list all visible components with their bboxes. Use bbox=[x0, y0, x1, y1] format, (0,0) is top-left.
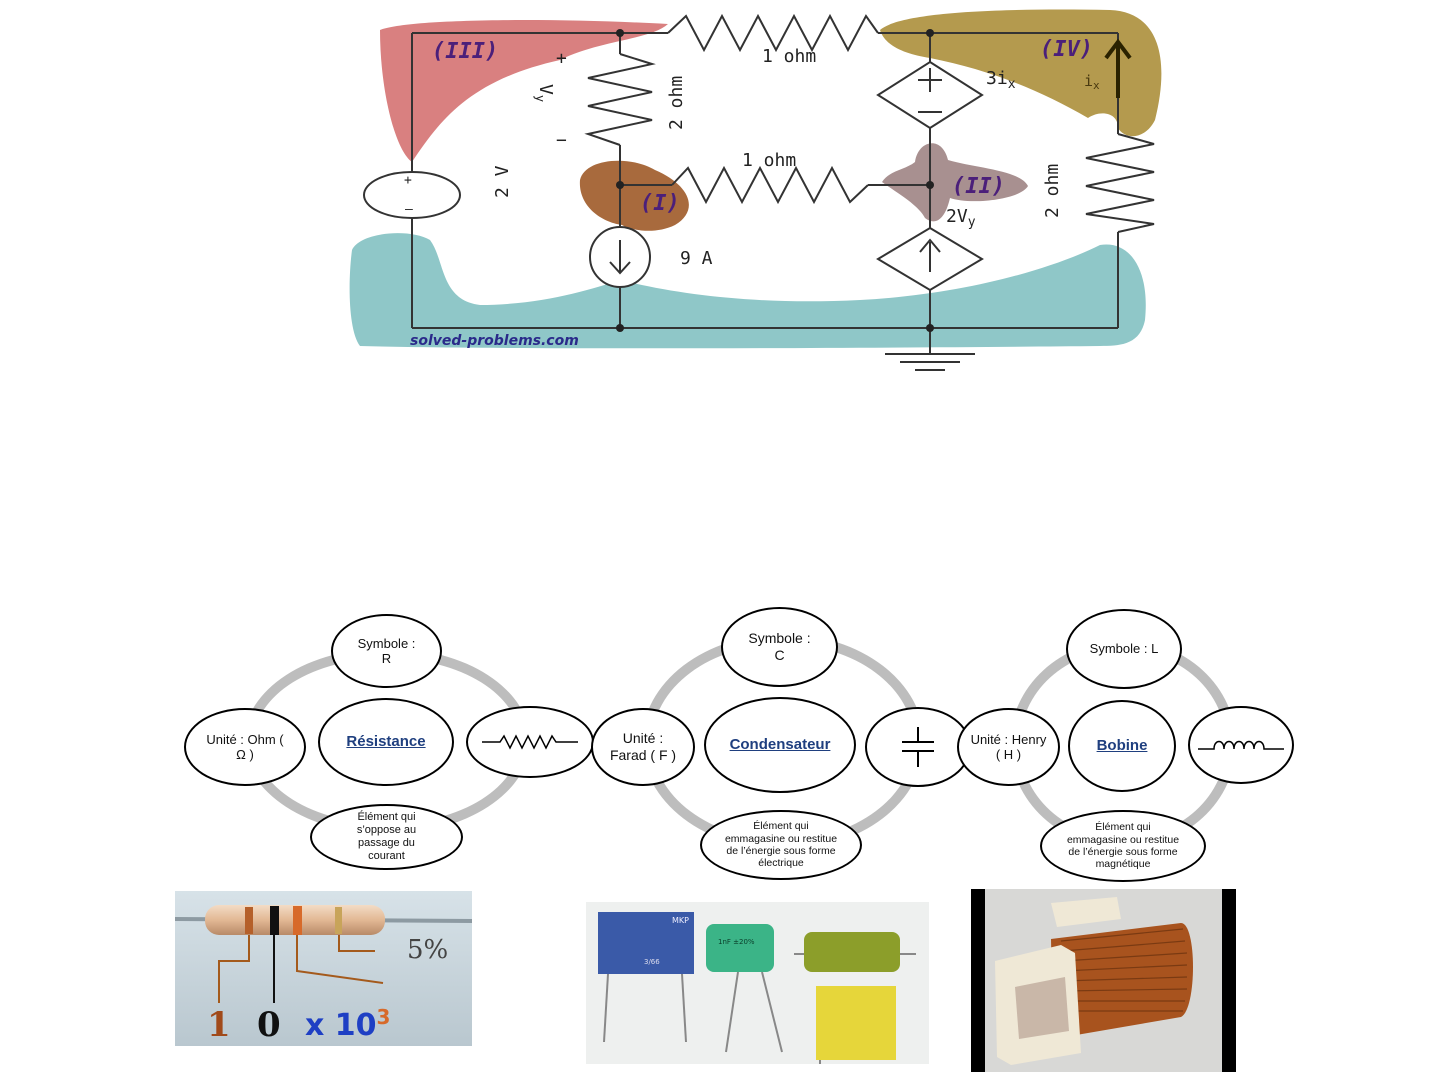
condensateur-unit-oval: Unité : Farad ( F ) bbox=[591, 708, 695, 786]
resistance-symbol-drawing-oval bbox=[466, 706, 594, 778]
capacitor-symbol-icon bbox=[902, 727, 934, 767]
svg-text:ix: ix bbox=[1084, 72, 1100, 92]
region-label-i: (I) bbox=[640, 191, 680, 216]
bobine-desc-oval: Élément qui emmagasine ou restitue de l’… bbox=[1040, 810, 1206, 882]
svg-text:+: + bbox=[404, 173, 412, 188]
region-i-blob bbox=[579, 160, 689, 231]
region-label-iv: (IV) bbox=[1040, 37, 1093, 62]
resistor-left-2ohm bbox=[584, 53, 656, 146]
bobine-symbol-text: Symbole : L bbox=[1089, 641, 1159, 657]
resistance-title-oval: Résistance bbox=[318, 698, 454, 786]
resistance-title: Résistance bbox=[346, 733, 426, 751]
ix-label: i bbox=[1084, 72, 1093, 90]
r-top-label: 1 ohm bbox=[762, 46, 816, 67]
dep-i-sub: y bbox=[968, 215, 976, 230]
inductor-photo bbox=[971, 889, 1236, 1072]
condensateur-symbol-oval: Symbole : C bbox=[721, 607, 838, 687]
capacitor-label-1: MKP bbox=[672, 916, 689, 925]
resistance-unit-text: Unité : Ohm ( Ω ) bbox=[206, 731, 284, 762]
bobine-unit-text: Unité : Henry ( H ) bbox=[970, 731, 1047, 762]
r-left-label: 2 ohm bbox=[666, 76, 687, 130]
resistor-photo: 5% 1 0 x 103 bbox=[175, 891, 472, 1046]
bobine-title-oval: Bobine bbox=[1068, 700, 1176, 792]
condensateur-title-oval: Condensateur bbox=[704, 697, 856, 793]
capacitor-label-2: 1nF ±20% bbox=[718, 938, 755, 946]
inductor-symbol-icon bbox=[1198, 740, 1284, 750]
resistance-unit-oval: Unité : Ohm ( Ω ) bbox=[184, 708, 306, 786]
resistor-symbol-icon bbox=[482, 734, 578, 750]
source-2v-label: 2 V bbox=[492, 165, 513, 198]
dep-v-sub: x bbox=[1008, 77, 1016, 92]
condensateur-unit-text: Unité : Farad ( F ) bbox=[609, 730, 677, 763]
resistor-multiplier: x 103 bbox=[305, 1005, 391, 1043]
bobine-title: Bobine bbox=[1096, 737, 1148, 755]
condensateur-title: Condensateur bbox=[729, 736, 831, 754]
resistance-desc: Élément qui s’oppose au passage du coura… bbox=[356, 811, 417, 862]
capacitors-photo: MKP 1nF ±20% 3/66 bbox=[586, 902, 929, 1064]
region-iv-blob bbox=[880, 9, 1162, 137]
vy-label: Vy bbox=[533, 84, 556, 102]
condensateur-symbol-drawing-oval bbox=[865, 707, 971, 787]
region-ground-blob bbox=[349, 233, 1146, 349]
voltage-source-2v bbox=[363, 171, 461, 219]
bobine-symbol-oval: Symbole : L bbox=[1066, 609, 1182, 689]
svg-text:2Vy: 2Vy bbox=[946, 206, 976, 230]
resistance-symbol-text: Symbole : R bbox=[357, 635, 416, 666]
condensateur-symbol-text: Symbole : C bbox=[748, 630, 811, 663]
svg-text:3ix: 3ix bbox=[986, 68, 1016, 92]
svg-text:—: — bbox=[405, 202, 413, 217]
r-mid-label: 1 ohm bbox=[742, 150, 796, 171]
circuit-diagram: + — (III) (IV) (I) (II) 1 ohm 1 ohm 9 A … bbox=[349, 9, 1162, 371]
minus-sign: − bbox=[556, 130, 567, 151]
region-label-ii: (II) bbox=[952, 174, 1005, 199]
ix-sub: x bbox=[1093, 79, 1100, 92]
condensateur-desc-oval: Élément qui emmagasine ou restitue de l’… bbox=[700, 810, 862, 880]
bobine-symbol-drawing-oval bbox=[1188, 706, 1294, 784]
resistor-right-2ohm bbox=[1085, 133, 1155, 233]
r-right-label: 2 ohm bbox=[1042, 164, 1063, 218]
resistor-digit-2: 0 bbox=[257, 1005, 281, 1045]
resistor-digit-1: 1 bbox=[207, 1005, 231, 1045]
region-label-iii: (III) bbox=[432, 39, 498, 64]
bobine-desc: Élément qui emmagasine ou restitue de l’… bbox=[1066, 821, 1180, 871]
region-iii-blob bbox=[380, 20, 668, 163]
resistor-mid-1ohm bbox=[671, 165, 869, 205]
resistor-top-1ohm bbox=[667, 13, 879, 53]
capacitor-label-3: 3/66 bbox=[644, 958, 660, 966]
region-ii-blob bbox=[882, 143, 1028, 222]
resistance-desc-oval: Élément qui s’oppose au passage du coura… bbox=[310, 804, 463, 870]
source-9a-label: 9 A bbox=[680, 248, 713, 269]
dep-v-label: 3i bbox=[986, 68, 1008, 89]
bobine-unit-oval: Unité : Henry ( H ) bbox=[957, 708, 1060, 786]
resistance-symbol-oval: Symbole : R bbox=[331, 614, 442, 688]
watermark: solved-problems.com bbox=[410, 333, 579, 349]
resistor-tolerance-text: 5% bbox=[407, 935, 449, 965]
dep-i-label: 2V bbox=[946, 206, 968, 227]
condensateur-desc: Élément qui emmagasine ou restitue de l’… bbox=[724, 820, 838, 870]
dependent-voltage-source bbox=[876, 60, 984, 130]
plus-sign: + bbox=[556, 48, 567, 69]
